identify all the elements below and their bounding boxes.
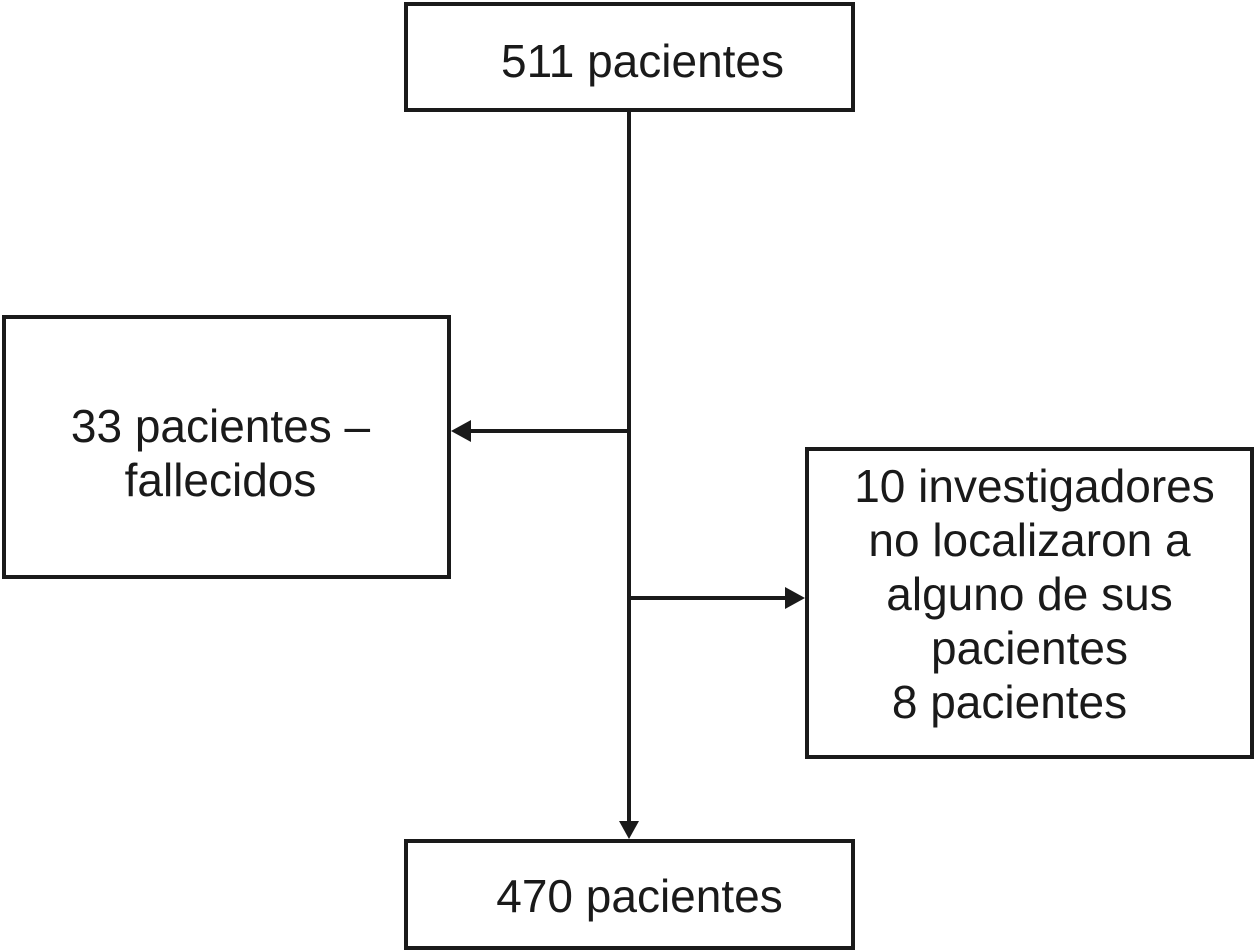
box-deceased-line-2: fallecidos [124,454,317,506]
box-initial-label: 511 pacientes [500,35,785,87]
box-deceased-patients: 33 pacientes – fallecidos [2,315,451,579]
box-initial-patients: 511 pacientes [404,2,855,112]
box-not-located-line-3: alguno de sus [886,568,1173,620]
box-not-located-line-2: no localizaron a [868,514,1191,566]
box-not-located-patients: 10 investigadores no localizaron a algun… [805,447,1254,759]
arrowhead-down [619,821,639,839]
arrowhead-right [785,587,805,609]
box-deceased-line-1: 33 pacientes – [70,400,371,452]
box-final-patients: 470 pacientes [404,839,855,950]
box-final-label: 470 pacientes [496,870,783,922]
arrowhead-left [451,420,471,442]
box-not-located-line-4: pacientes [931,622,1128,674]
box-not-located-line-5: 8 pacientes [891,676,1128,728]
box-not-located-line-1: 10 investigadores [854,460,1215,512]
